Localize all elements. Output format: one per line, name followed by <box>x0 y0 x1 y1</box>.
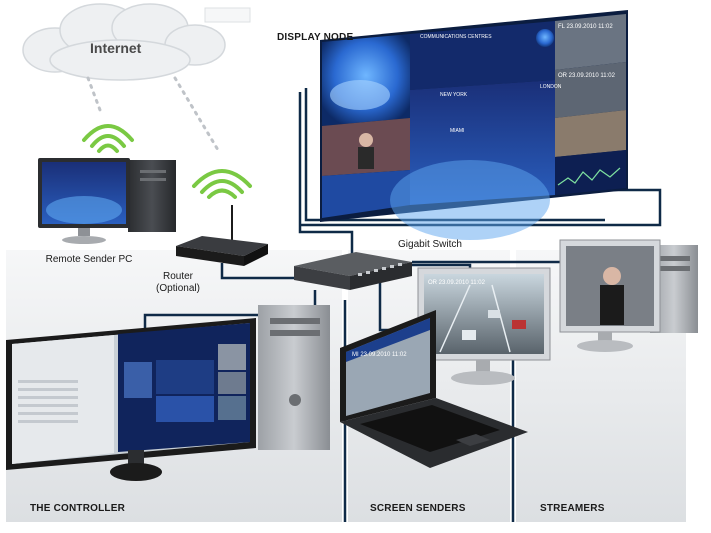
pc-monitor-base <box>62 236 106 244</box>
streamers-label: STREAMERS <box>540 503 605 514</box>
controller-tower-drive <box>270 330 320 336</box>
traffic-monitor-neck <box>476 360 490 372</box>
wall-tile-earth <box>322 170 410 218</box>
traffic-car <box>462 330 476 340</box>
router-label-line2: (Optional) <box>156 283 200 294</box>
traffic-car <box>488 310 500 318</box>
wall-earth-glow <box>390 160 550 240</box>
gigabit-switch-label: Gigabit Switch <box>398 239 462 250</box>
laptop-screen <box>346 318 430 416</box>
wall-tile-sky <box>322 34 410 126</box>
remote-sender-pc <box>38 158 176 244</box>
streamer-tower-drive <box>658 266 690 271</box>
wall-sky-cloud <box>330 80 390 110</box>
wall-tile-chart <box>555 150 626 195</box>
controller-power-icon <box>289 394 301 406</box>
pc-monitor-neck <box>78 228 90 236</box>
controller-monitor-neck <box>128 450 144 464</box>
dotted-link-cloud-to-pc <box>86 76 102 112</box>
wall-timestamp-2: OR 23.09.2010 11:02 <box>558 73 616 79</box>
wireless-dotted-links <box>86 76 220 152</box>
internet-label: Internet <box>90 40 142 56</box>
wall-header-text: COMMUNICATIONS CENTRES <box>420 34 492 40</box>
traffic-road-lines <box>439 284 511 353</box>
wall-city-new-york: NEW YORK <box>440 92 468 98</box>
router-front <box>176 246 244 266</box>
controller-software-panel <box>12 335 114 464</box>
controller-monitor-base <box>110 463 162 481</box>
wall-chart-line <box>557 167 621 186</box>
controller-tower <box>258 305 330 450</box>
wall-tile-people <box>555 110 626 157</box>
switch-ports <box>358 263 402 276</box>
laptop-screen-header <box>346 318 430 362</box>
cloud-label-box <box>204 7 251 23</box>
streamer-presenter-head <box>603 267 621 285</box>
traffic-monitor: OR 23.09.2010 11:02 <box>417 267 551 385</box>
traffic-monitor-screen <box>424 274 544 354</box>
wall-timestamp-1: FL 23.09.2010 11:02 <box>558 24 613 30</box>
router-label-line1: Router <box>162 271 193 282</box>
internet-cloud <box>22 3 226 81</box>
streamer-station <box>559 239 698 352</box>
wall-city-london: LONDON <box>540 84 562 90</box>
cable-router-to-switch <box>220 263 297 280</box>
router-top <box>176 236 268 256</box>
wall-tile-news-1 <box>555 14 626 70</box>
cable-switch-to-controller <box>143 290 317 335</box>
remote-sender-label: Remote Sender PC <box>45 254 133 265</box>
wall-tile-header <box>410 21 555 90</box>
controller-workstation <box>6 305 330 481</box>
pc-tower-slot <box>140 170 166 173</box>
switch-front <box>294 266 350 290</box>
wifi-icon <box>82 124 134 153</box>
switch-top <box>294 252 412 276</box>
router-wifi-icon <box>192 169 252 199</box>
laptop: MI 23.09.2010 11:02 <box>340 310 528 468</box>
wall-presenter-body <box>358 147 374 169</box>
gigabit-switch <box>294 252 412 290</box>
controller-tower-drive <box>270 318 320 324</box>
display-node-label: DISPLAY NODE <box>277 32 354 43</box>
screen-senders-label: SCREEN SENDERS <box>370 503 466 514</box>
traffic-car <box>512 320 526 329</box>
streamer-presenter-body <box>600 285 624 325</box>
streamer-monitor-neck <box>598 332 612 342</box>
router-side <box>244 244 268 266</box>
streamer-tower-drive <box>658 256 690 261</box>
controller-list-rows <box>18 380 78 423</box>
pc-tower-slot <box>140 178 166 181</box>
wall-city-miami: MIAMI <box>450 128 464 134</box>
traffic-monitor-timestamp: OR 23.09.2010 11:02 <box>428 280 486 286</box>
wall-globe-icon <box>536 29 554 47</box>
wall-presenter-figure <box>359 133 373 147</box>
streamer-monitor-base <box>577 340 633 352</box>
laptop-touchpad <box>456 434 490 446</box>
switch-side <box>350 262 412 290</box>
router <box>176 205 268 266</box>
wall-tile-news-2 <box>555 62 626 118</box>
laptop-timestamp: MI 23.09.2010 11:02 <box>352 352 407 358</box>
controller-label: THE CONTROLLER <box>30 503 126 514</box>
cable-switch-to-display <box>298 92 354 255</box>
traffic-monitor-base <box>451 371 515 385</box>
pc-monitor-earth <box>46 196 122 224</box>
controller-preview-tiles <box>124 344 246 422</box>
video-wall: COMMUNICATIONS CENTRES NEW YORK LONDON M… <box>320 10 628 240</box>
dotted-link-cloud-to-router <box>173 76 220 152</box>
